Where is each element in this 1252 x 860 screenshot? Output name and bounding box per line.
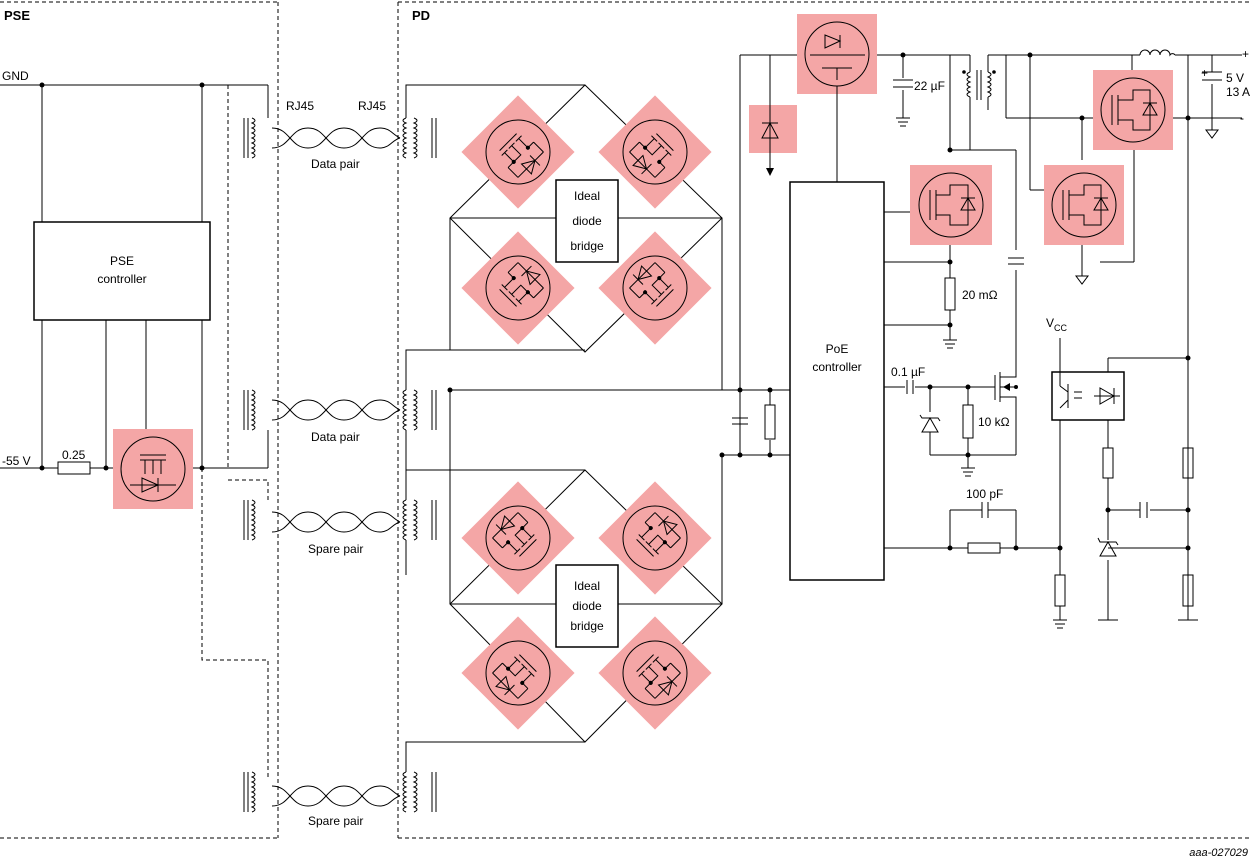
bridge2-label-3: bridge [570,619,604,633]
shunt-regulator-icon [1097,537,1119,557]
out-minus-label: - [1240,111,1244,125]
rj45-right-label: RJ45 [358,99,386,113]
transformer-icon [402,771,437,813]
pse-controller-label-1: PSE [110,254,134,268]
feedback-wiring [884,338,1067,629]
spare-pair-label-2: Spare pair [308,814,363,828]
ideal-diode-bridge-2: Ideal diode bridge [449,390,790,743]
data-pair-label-1: Data pair [311,157,360,171]
bus-capacitor-icon [732,417,748,425]
transformer-icon [402,389,437,431]
pd-section-boundary [397,1,1252,839]
mosfet-icon [1093,70,1173,150]
spare-pair-label-1: Spare pair [308,542,363,556]
twisted-pair-icon [271,399,401,421]
optocoupler-icon [1051,371,1125,421]
r20mohm-label: 20 mΩ [962,288,998,302]
pd-input-wiring [405,84,585,772]
transformer-icon [243,117,256,159]
mosfet-icon [910,165,992,245]
twisted-pair-icon [271,127,401,149]
out-plus-label: + [1242,47,1249,61]
opto-resistor-icon [1102,447,1114,479]
r10k-label: 10 kΩ [978,415,1010,429]
opto-output-wiring [1098,358,1198,621]
mosfet-icon [797,14,877,94]
pse-controller-box: PSE controller [33,221,211,321]
pse-mosfet-icon [113,429,193,509]
bus-resistor-icon [764,404,776,440]
gate-drive-wiring [884,370,1018,477]
poe-controller-box: PoE controller [789,181,885,581]
divider-resistor-bottom-icon [1182,574,1194,607]
divider-resistor-top-icon [1182,447,1194,479]
transformer-icon [243,499,256,541]
output-wiring [877,52,1242,620]
coupling-capacitor-icon [1008,257,1024,265]
transformer-icon [962,54,1006,150]
gnd-label: GND [2,69,29,83]
output-capacitor-icon [1202,71,1222,81]
pse-wiring [0,82,269,780]
ideal-diode-bridge-1: Ideal diode bridge [447,84,740,393]
bridge1-label-3: bridge [570,239,604,253]
transformer-icon [243,771,256,813]
transformer-icon [402,117,437,159]
pse-section-boundary [0,1,279,839]
resistor-025-label: 0.25 [62,448,86,462]
out-5v-label: 5 V [1226,71,1244,85]
capacitor-22uf-icon [893,79,913,88]
pse-title: PSE [4,8,30,23]
twisted-pair-icon [271,511,401,533]
bridge2-label-1: Ideal [574,579,600,593]
mosfet-icon [1044,165,1124,245]
pulldown-resistor-icon [1054,574,1066,607]
diode-icon [749,105,797,153]
resistor-025-icon [57,461,91,475]
vcc-sub: CC [1054,323,1067,333]
feedback-resistor-icon [967,542,1001,554]
transformer-icon [402,499,437,541]
poe-controller-label-1: PoE [826,342,849,356]
bridge1-label-2: diode [572,214,602,228]
poe-controller-label-2: controller [812,360,861,374]
transformer-icon [243,389,256,431]
out-13a-label: 13 A [1226,85,1250,99]
sense-resistor-icon [944,277,956,311]
neg55v-label: -55 V [2,454,31,468]
c100pf-label: 100 pF [966,487,1003,501]
rj45-left-label: RJ45 [286,99,314,113]
zener-icon [919,414,941,433]
twisted-pair-icon [271,785,401,807]
data-pair-label-2: Data pair [311,430,360,444]
vcc-v: V [1046,316,1054,330]
cap-plus-label: + [1201,66,1208,80]
bridge2-label-2: diode [572,599,602,613]
figure-id: aaa-027029 [1189,847,1248,859]
pse-controller-label-2: controller [97,272,146,286]
inductor-icon [1139,49,1176,57]
cap-22uf-label: 22 µF [914,79,945,93]
bridge1-label-1: Ideal [574,189,600,203]
resistor-10k-icon [962,404,974,439]
c01uf-label: 0.1 µF [891,365,925,379]
vcc-label: VCC [1046,316,1068,333]
pd-title: PD [412,8,430,23]
